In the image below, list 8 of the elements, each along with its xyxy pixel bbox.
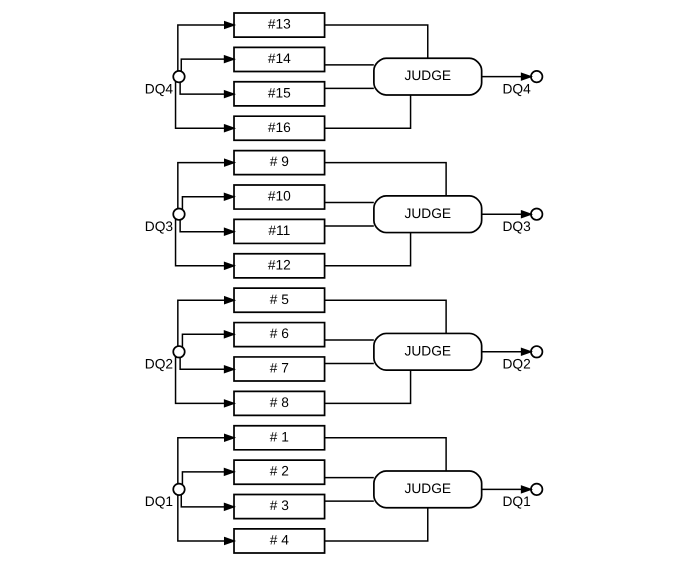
node-label: DQ3 bbox=[144, 218, 174, 234]
node-label: DQ4 bbox=[144, 81, 174, 96]
node-label: DQ1 bbox=[144, 494, 174, 510]
node-label: DQ2 bbox=[144, 356, 174, 372]
node-label: DQ1 bbox=[502, 494, 531, 510]
node-label: DQ2 bbox=[502, 356, 531, 372]
node-label: DQ3 bbox=[502, 218, 531, 234]
node-label: DQ4 bbox=[502, 81, 531, 96]
